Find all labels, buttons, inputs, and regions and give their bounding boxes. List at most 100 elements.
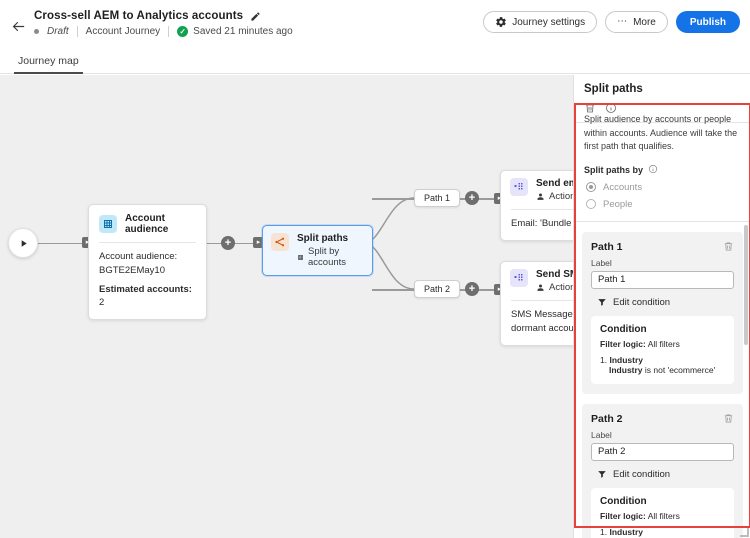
panel-header-divider xyxy=(574,122,750,123)
path-card-1-head: Path 1 xyxy=(591,241,734,253)
node-account-audience[interactable]: Account audience Account audience: BGTE2… xyxy=(88,204,207,321)
more-button[interactable]: ⋯ More xyxy=(605,11,668,33)
path-2-delete-icon[interactable] xyxy=(723,413,734,424)
panel-scroll-area[interactable]: Split audience by accounts or people wit… xyxy=(574,103,750,538)
split-paths-by-label: Split paths by xyxy=(584,164,644,175)
radio-people-label: People xyxy=(603,198,633,210)
path-chip-1[interactable]: Path 1 xyxy=(414,189,461,207)
journey-start-node[interactable] xyxy=(8,228,38,258)
person-icon xyxy=(537,193,544,200)
split-paths-icon xyxy=(271,233,289,251)
publish-button[interactable]: Publish xyxy=(675,11,740,33)
path-1-delete-icon[interactable] xyxy=(723,241,734,252)
saved-text: Saved 21 minutes ago xyxy=(193,26,293,37)
path-2-condition-item: 1. Industry xyxy=(600,527,725,537)
node-divider-sms xyxy=(511,300,573,301)
filter-icon xyxy=(597,297,607,307)
path-2-condition-item-title: Industry xyxy=(609,526,643,537)
header-actions: Journey settings ⋯ More Publish xyxy=(483,11,740,33)
connector-chevron-3[interactable]: ▸ xyxy=(494,192,505,204)
audience-label: Account audience: xyxy=(99,251,178,262)
meta-divider-2 xyxy=(168,26,170,37)
ellipsis-icon: ⋯ xyxy=(617,16,629,27)
connector-chevron-1[interactable]: ▸ xyxy=(82,237,93,248)
node-send-sms-body-line1: SMS Message: 'Engag xyxy=(511,309,573,320)
path-1-label-input[interactable] xyxy=(591,270,734,289)
path-1-edit-condition-label: Edit condition xyxy=(613,296,671,308)
publish-label: Publish xyxy=(689,16,726,28)
node-split-paths-text: Split paths Split by accounts xyxy=(297,233,364,268)
estimated-accounts-value: 2 xyxy=(99,297,105,309)
add-step-button-1[interactable]: + xyxy=(221,236,235,250)
path-2-filter-logic: Filter logic: All filters xyxy=(600,511,725,521)
path-card-2-title: Path 2 xyxy=(591,412,623,425)
journey-title-row: Cross-sell AEM to Analytics accounts xyxy=(34,10,261,22)
radio-accounts-label: Accounts xyxy=(603,181,643,193)
radio-option-accounts[interactable]: Accounts xyxy=(574,176,750,193)
node-send-sms-body: SMS Message: 'Engag dormant account con xyxy=(501,301,573,345)
node-send-sms-title: Send SMS xyxy=(536,269,573,280)
path-chip-2-label: Path 2 xyxy=(424,284,451,294)
path-2-label-caption: Label xyxy=(591,429,612,440)
path-1-filter-logic: Filter logic: All filters xyxy=(600,339,725,349)
panel-title: Split paths xyxy=(584,83,643,95)
node-send-sms-body-line2: dormant account con xyxy=(511,322,573,334)
split-by-info-icon[interactable] xyxy=(648,164,658,176)
path-2-condition-expression: Industry is 'ecommerce' xyxy=(609,537,725,538)
grid-small-icon xyxy=(298,254,303,260)
back-arrow-icon[interactable] xyxy=(8,16,28,36)
node-send-email-subtitle-row: Action on p xyxy=(536,191,573,202)
path-1-label-caption: Label xyxy=(591,257,612,268)
app-header: Cross-sell AEM to Analytics accounts Dra… xyxy=(0,0,750,48)
path-1-edit-condition-button[interactable]: Edit condition xyxy=(591,297,734,308)
account-audience-icon xyxy=(99,215,117,233)
node-send-sms-text: Send SMS Action on p xyxy=(536,269,573,293)
pencil-icon[interactable] xyxy=(250,11,261,22)
node-send-email-text: Send email Action on p xyxy=(536,178,573,202)
path-2-edit-condition-button[interactable]: Edit condition xyxy=(591,469,734,480)
check-circle-icon: ✓ xyxy=(177,26,189,37)
panel-scrollbar-thumb[interactable] xyxy=(744,225,748,345)
path-2-condition-item-number: 1. xyxy=(600,526,608,537)
node-split-paths-subtitle: Split by accounts xyxy=(308,246,347,268)
more-label: More xyxy=(633,16,656,28)
path-1-filter-logic-label: Filter logic: xyxy=(600,338,646,349)
path-card-2-head: Path 2 xyxy=(591,413,734,425)
send-sms-icon xyxy=(510,269,528,287)
gear-icon xyxy=(495,16,507,28)
node-split-paths[interactable]: Split paths Split by accounts xyxy=(262,225,373,276)
panel-scrollbar[interactable] xyxy=(744,105,749,525)
node-send-email[interactable]: Send email Action on p Email: 'Bundle pr… xyxy=(500,170,573,241)
node-send-sms-subtitle: Action on p xyxy=(549,282,573,293)
add-step-button-3[interactable]: + xyxy=(465,282,479,296)
node-send-sms[interactable]: Send SMS Action on p SMS Message: 'Engag… xyxy=(500,261,573,346)
path-chip-2[interactable]: Path 2 xyxy=(414,280,461,298)
add-step-button-2[interactable]: + xyxy=(465,191,479,205)
path-2-label-input[interactable] xyxy=(591,442,734,461)
audience-value: BGTE2EMay10 xyxy=(99,264,165,276)
path-2-edit-condition-label: Edit condition xyxy=(613,468,671,480)
resize-handle[interactable] xyxy=(740,528,749,537)
edge-start-to-audience xyxy=(38,242,88,244)
radio-option-people[interactable]: People xyxy=(574,193,750,210)
connector-chevron-2[interactable]: ▸ xyxy=(253,237,264,248)
node-split-paths-head: Split paths Split by accounts xyxy=(263,226,372,275)
connector-chevron-4[interactable]: ▸ xyxy=(494,283,505,295)
path-1-condition-item: 1. Industry xyxy=(600,355,725,365)
split-paths-panel: Split paths Split audience by accounts o… xyxy=(573,75,750,538)
path-1-condition-item-number: 1. xyxy=(600,354,608,365)
node-send-email-subtitle: Action on p xyxy=(549,191,573,202)
status-dot-icon xyxy=(34,29,39,34)
journey-settings-button[interactable]: Journey settings xyxy=(483,11,598,33)
node-split-paths-subtitle-row: Split by accounts xyxy=(297,246,364,268)
split-paths-by-label-row: Split paths by xyxy=(574,154,750,176)
path-1-condition-rest: is not 'ecommerce' xyxy=(642,364,716,375)
path-1-condition-field: Industry xyxy=(609,364,643,375)
path-1-condition-item-title: Industry xyxy=(609,354,643,365)
panel-section-divider xyxy=(574,220,750,222)
node-divider xyxy=(99,242,196,243)
journey-canvas[interactable]: ▸ Account audience Account audience: BGT… xyxy=(0,75,573,538)
tab-journey-map[interactable]: Journey map xyxy=(14,48,83,74)
status-badge: Draft xyxy=(47,26,69,37)
estimated-accounts-row: Estimated accounts: 2 xyxy=(99,283,196,311)
